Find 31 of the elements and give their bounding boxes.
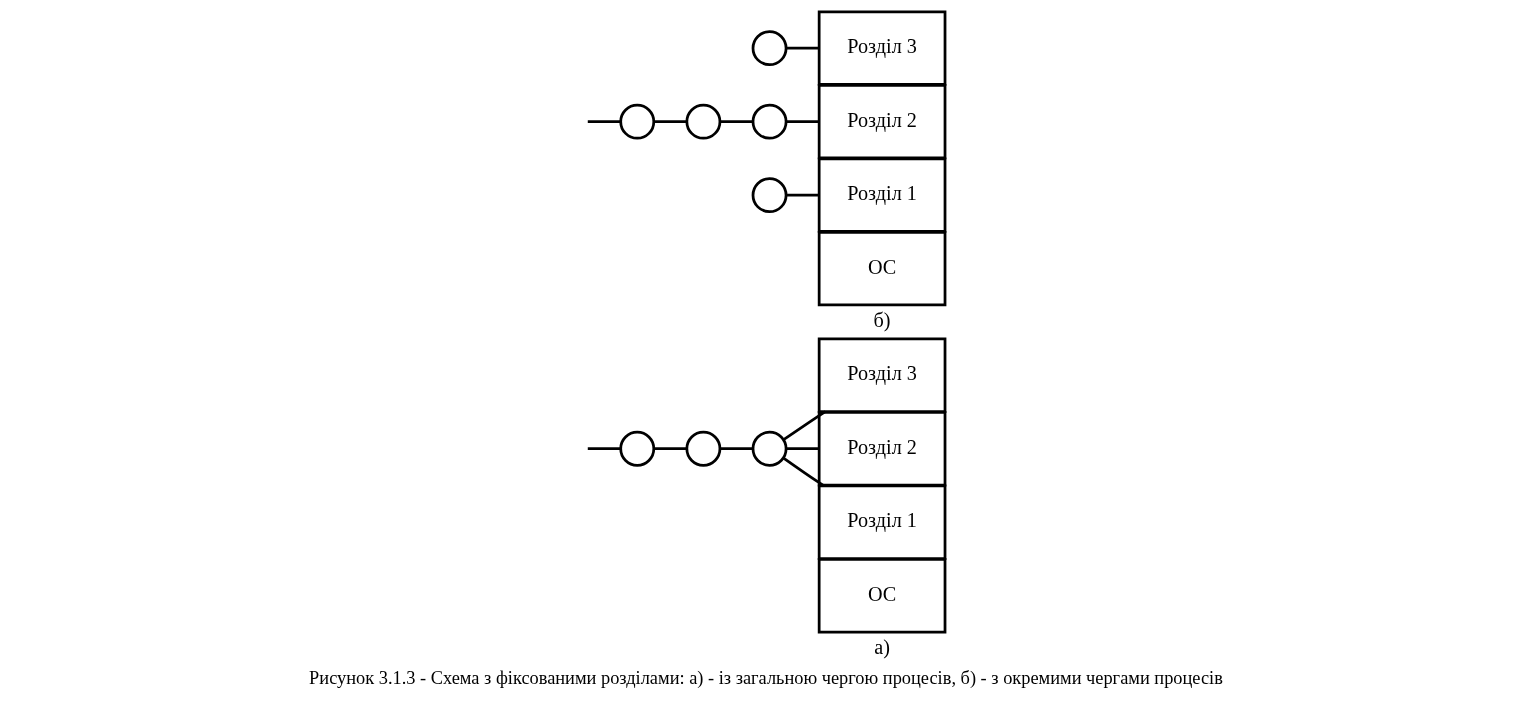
connector — [719, 447, 753, 451]
connector — [785, 193, 819, 197]
label: а) — [873, 636, 890, 659]
connector — [785, 447, 819, 451]
connector — [785, 120, 819, 124]
node-circle — [751, 177, 787, 214]
node-circle — [751, 103, 787, 140]
node-circle — [685, 103, 721, 140]
node-box: Розділ 3 — [817, 337, 946, 413]
node-box: Розділ 1 — [817, 157, 946, 233]
connector — [587, 120, 621, 124]
node-circle — [751, 430, 787, 467]
caption: Рисунок 3.1.3 - Схема з фіксованими розділами: а) - із загальною чергою процесів, б) - з окремими чергами процесів — [308, 667, 1223, 688]
connector — [782, 457, 824, 487]
connector — [587, 447, 621, 451]
connector — [719, 120, 753, 124]
connector — [782, 410, 826, 441]
node-box: Розділ 1 — [817, 484, 946, 560]
node-box: ОС — [817, 558, 946, 634]
node-circle — [751, 30, 787, 67]
connector — [653, 120, 687, 124]
node-circle — [618, 430, 655, 467]
node-box: Розділ 2 — [817, 411, 946, 487]
label: б) — [873, 309, 891, 332]
node-circle — [618, 103, 655, 140]
node-circle — [685, 430, 721, 467]
connector — [653, 447, 687, 451]
connector — [785, 46, 819, 50]
node-box: Розділ 2 — [817, 84, 946, 160]
node-box: ОС — [817, 231, 946, 307]
node-box: Розділ 3 — [817, 10, 946, 86]
